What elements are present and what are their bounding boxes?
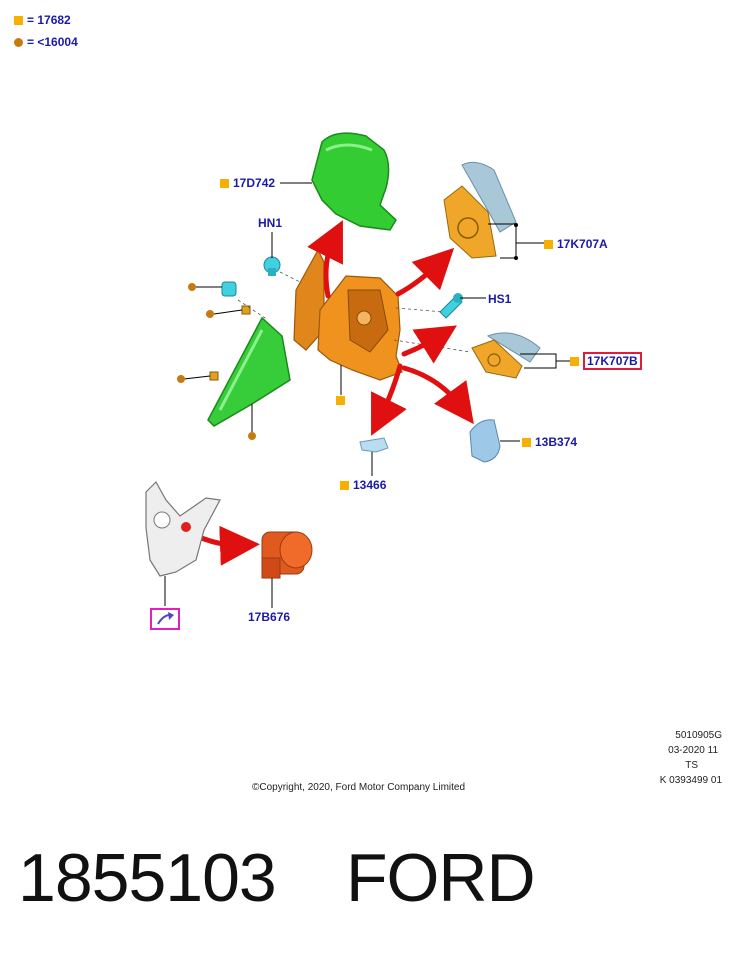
part-number-heading: 1855103 (18, 840, 277, 916)
label-clip[interactable]: 13466 (340, 478, 386, 492)
meta-initials: TS (685, 760, 698, 771)
square-marker-icon (340, 481, 349, 490)
turn-lamp-part (469, 419, 501, 463)
retainer-clips (209, 281, 251, 381)
square-marker (336, 396, 345, 405)
mirror-housing-part (293, 248, 403, 381)
square-marker-icon (220, 179, 229, 188)
nut-hn1-part (263, 256, 281, 276)
meta-ref: K 0393499 01 (659, 775, 722, 786)
label-nut[interactable]: HN1 (258, 216, 283, 230)
legend-square-text: 17682 (37, 13, 71, 27)
label-lamp[interactable]: 13B374 (522, 435, 577, 449)
label-cover[interactable]: 17D742 (220, 176, 275, 190)
clip-part (359, 437, 389, 453)
link-icon (150, 608, 180, 630)
square-marker-icon (570, 357, 579, 366)
legend-circle-text: <16004 (37, 35, 78, 49)
label-glass-upper[interactable]: 17K707A (544, 237, 608, 251)
circle-marker-icon (14, 38, 23, 47)
square-marker-icon (522, 438, 531, 447)
meta-code: 5010905G (675, 730, 722, 741)
brand-heading: FORD (346, 840, 536, 916)
square-marker-icon (544, 240, 553, 249)
label-glass-lower[interactable]: 17K707B (570, 352, 642, 370)
legend-square-row: = 17682 (14, 13, 71, 27)
legend-circle-row: = <16004 (14, 35, 78, 49)
square-marker-icon (14, 16, 23, 25)
meta-date: 03-2020 11 (668, 745, 718, 756)
highlighted-part-label: 17K707B (583, 352, 642, 370)
label-motor[interactable]: 17B676 (248, 610, 291, 624)
legend-equals: = (27, 13, 35, 27)
lower-cover-part (207, 316, 291, 427)
mirror-bracket-part (145, 481, 221, 577)
label-screw[interactable]: HS1 (488, 292, 512, 306)
mirror-cover-part (311, 132, 397, 231)
copyright-text: ©Copyright, 2020, Ford Motor Company Lim… (252, 782, 466, 793)
motor-part (261, 531, 313, 579)
legend-equals: = (27, 35, 35, 49)
screw-hs1-part (439, 293, 463, 319)
mirror-glass-upper-part (443, 161, 517, 259)
mirror-glass-lower-part (471, 332, 541, 379)
